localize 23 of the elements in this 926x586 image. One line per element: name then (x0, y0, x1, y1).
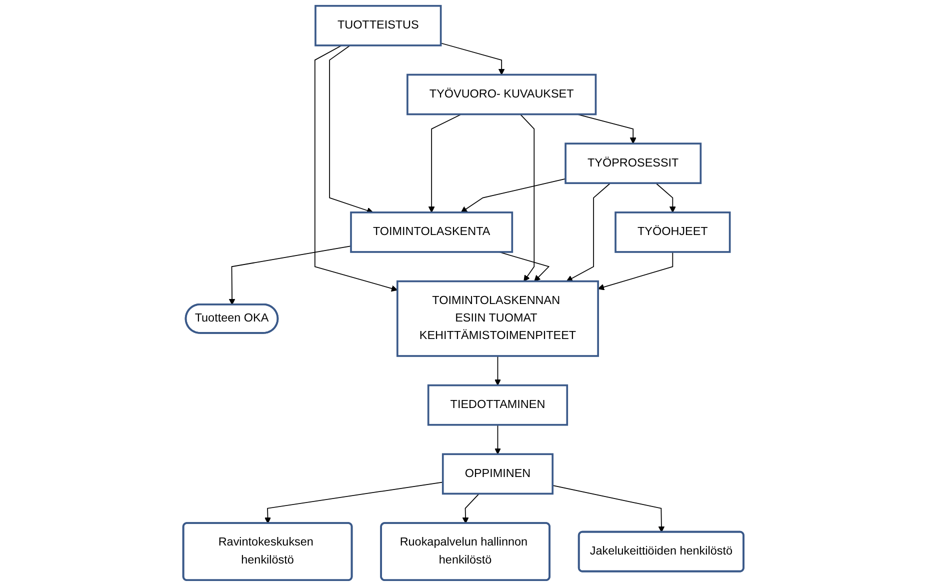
node-box: TYÖVUORO- KUVAUKSET (406, 74, 596, 116)
arrow (597, 252, 673, 290)
node-box: TUOTTEISTUS (314, 4, 442, 46)
node-box: TIEDOTTAMINEN (427, 384, 568, 426)
node-box: TYÖPROSESSIT (564, 142, 702, 184)
arrow (654, 182, 676, 213)
node-box: TOIMINTOLASKENTA (350, 212, 513, 253)
arrow (566, 182, 610, 282)
arrow (440, 42, 504, 75)
arrow (462, 493, 480, 524)
node-box: TOIMINTOLASKENNAN ESIIN TUOMAT KEHITTÄMISTOIMENPITEET (396, 280, 599, 357)
arrow (228, 246, 352, 306)
arrow (264, 482, 443, 524)
node-box: OPPIMINEN (442, 453, 554, 495)
arrow (328, 44, 373, 214)
arrow (494, 424, 501, 454)
arrow (460, 178, 566, 213)
arrow (428, 114, 462, 213)
node-box: TYÖOHJEET (614, 212, 730, 253)
arrow (552, 485, 664, 532)
arrow (314, 44, 398, 292)
arrow (494, 356, 501, 386)
arrow (519, 114, 534, 282)
